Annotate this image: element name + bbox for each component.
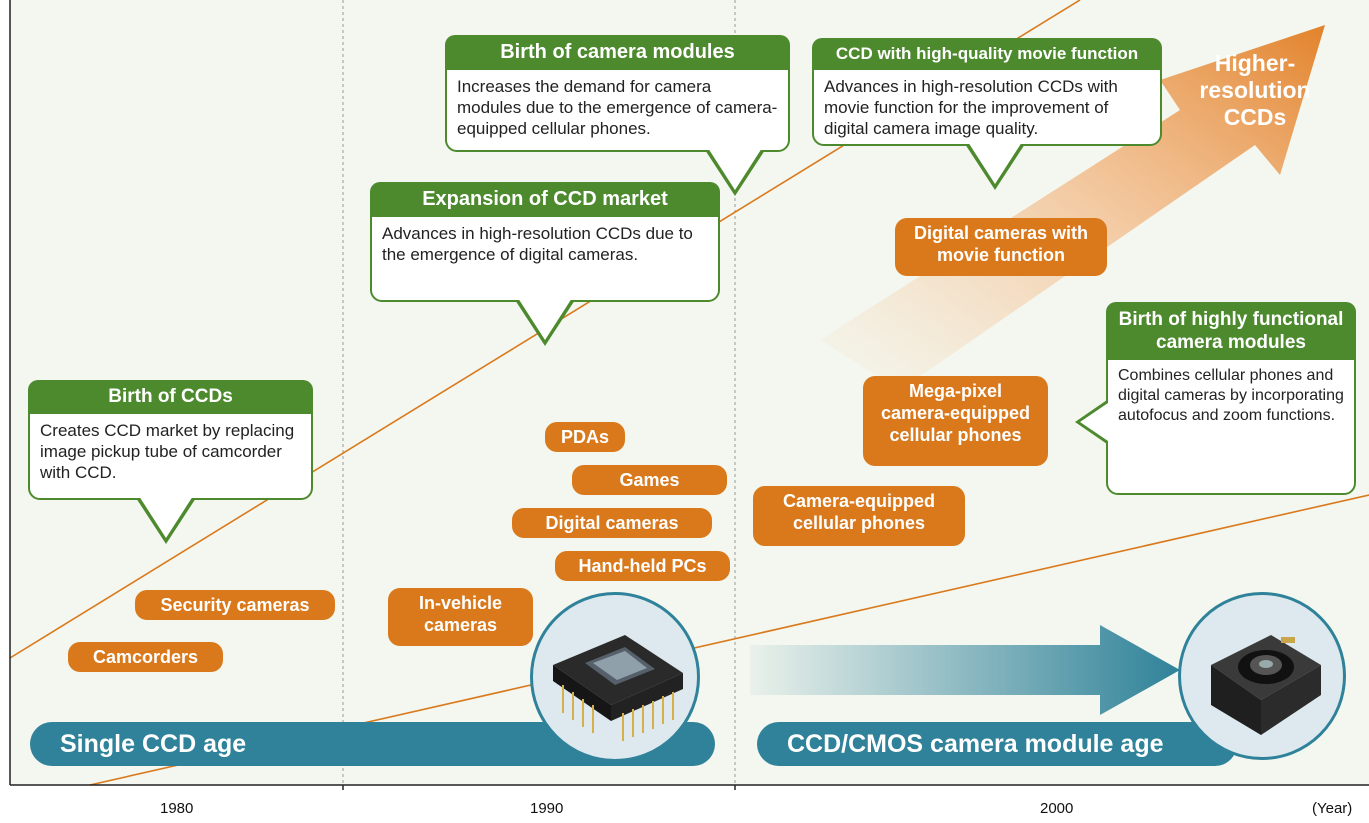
year-label-1990: 1990 xyxy=(530,800,564,817)
callout-body: Combines cellular phones and digital cam… xyxy=(1118,367,1344,424)
pill-pdas: PDAs xyxy=(545,422,625,452)
callout-functional-camera-modules: Birth of highly functional camera module… xyxy=(1106,302,1356,495)
callout-body: Advances in high-resolution CCDs with mo… xyxy=(824,77,1118,138)
pill-camera-phones: Camera-equipped cellular phones xyxy=(753,486,965,546)
callout-body: Advances in high-resolution CCDs due to … xyxy=(382,224,693,264)
ccd-sensor-chip-icon xyxy=(530,592,700,762)
pill-security-cameras: Security cameras xyxy=(135,590,335,620)
pill-digital-cameras: Digital cameras xyxy=(512,508,712,538)
callout-title: CCD with high-quality movie function xyxy=(812,38,1162,70)
year-unit-label: (Year) xyxy=(1312,800,1353,817)
year-label-1980: 1980 xyxy=(160,800,194,817)
callout-birth-ccds: Birth of CCDs Creates CCD market by repl… xyxy=(28,380,313,500)
pill-digital-cameras-movie: Digital cameras with movie function xyxy=(895,218,1107,276)
era-transition-arrow xyxy=(750,625,1180,715)
callout-title: Birth of highly functional camera module… xyxy=(1106,302,1356,360)
higher-resolution-label: Higher-resolution CCDs xyxy=(1199,50,1311,130)
higher-resolution-arrow xyxy=(820,25,1325,390)
year-label-2000: 2000 xyxy=(1040,800,1074,817)
pill-camcorders: Camcorders xyxy=(68,642,223,672)
era-ccd-cmos-module-age: CCD/CMOS camera module age xyxy=(757,722,1237,766)
callout-expansion-ccd-market: Expansion of CCD market Advances in high… xyxy=(370,182,720,302)
callout-title: Expansion of CCD market xyxy=(370,182,720,217)
callout-title: Birth of camera modules xyxy=(445,35,790,70)
pill-hand-held-pcs: Hand-held PCs xyxy=(555,551,730,581)
callout-body: Increases the demand for camera modules … xyxy=(457,77,778,138)
camera-module-icon xyxy=(1178,592,1346,760)
callout-ccd-movie-function: CCD with high-quality movie function Adv… xyxy=(812,38,1162,146)
callout-title: Birth of CCDs xyxy=(28,380,313,414)
pill-games: Games xyxy=(572,465,727,495)
callout-body: Creates CCD market by replacing image pi… xyxy=(40,421,295,482)
callout-birth-camera-modules: Birth of camera modules Increases the de… xyxy=(445,35,790,152)
pill-mega-pixel-phones: Mega-pixel camera-equipped cellular phon… xyxy=(863,376,1048,466)
pill-in-vehicle-cameras: In-vehicle cameras xyxy=(388,588,533,646)
